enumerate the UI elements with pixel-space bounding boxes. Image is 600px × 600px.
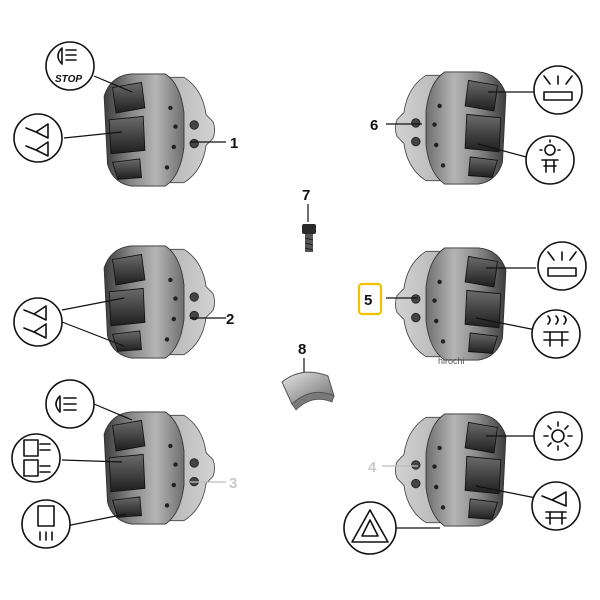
part-7-label: 7 [302,187,310,204]
horn-icon [13,113,63,163]
part-2-switch [103,245,216,359]
part-3-switch [103,411,216,525]
part-5-switch [395,248,506,360]
seat-heat-icon [531,309,581,359]
watermark: hirochi [438,356,465,366]
horn-seat-icon [531,481,581,531]
part-1-label: 1 [230,135,238,152]
part-5-label: 5 [364,292,372,309]
heated-grip-icon [537,241,587,291]
part-3-label: 3 [229,475,237,492]
part-1-switch [103,73,216,187]
hazard-warning-icon [343,501,397,555]
fog-light-stop-icon: STOP [45,41,95,91]
light-icon [533,411,583,461]
sleeve-icon [281,371,335,411]
light-seat-icon [525,135,575,185]
part-8-label: 8 [298,341,306,358]
part-6-label: 6 [370,117,378,134]
stop-text: STOP [55,74,82,85]
dual-horn-icon [13,297,63,347]
fog-light-icon [45,379,95,429]
part-4-switch [395,414,506,526]
part-5-highlight [357,282,383,316]
part-6-switch [395,72,506,184]
part-2-label: 2 [226,311,234,328]
heated-grip-icon [533,65,583,115]
high-low-beam-icon [11,433,61,483]
low-beam-icon [21,499,71,549]
part-4-label: 4 [368,459,377,476]
screw-icon [302,224,316,252]
